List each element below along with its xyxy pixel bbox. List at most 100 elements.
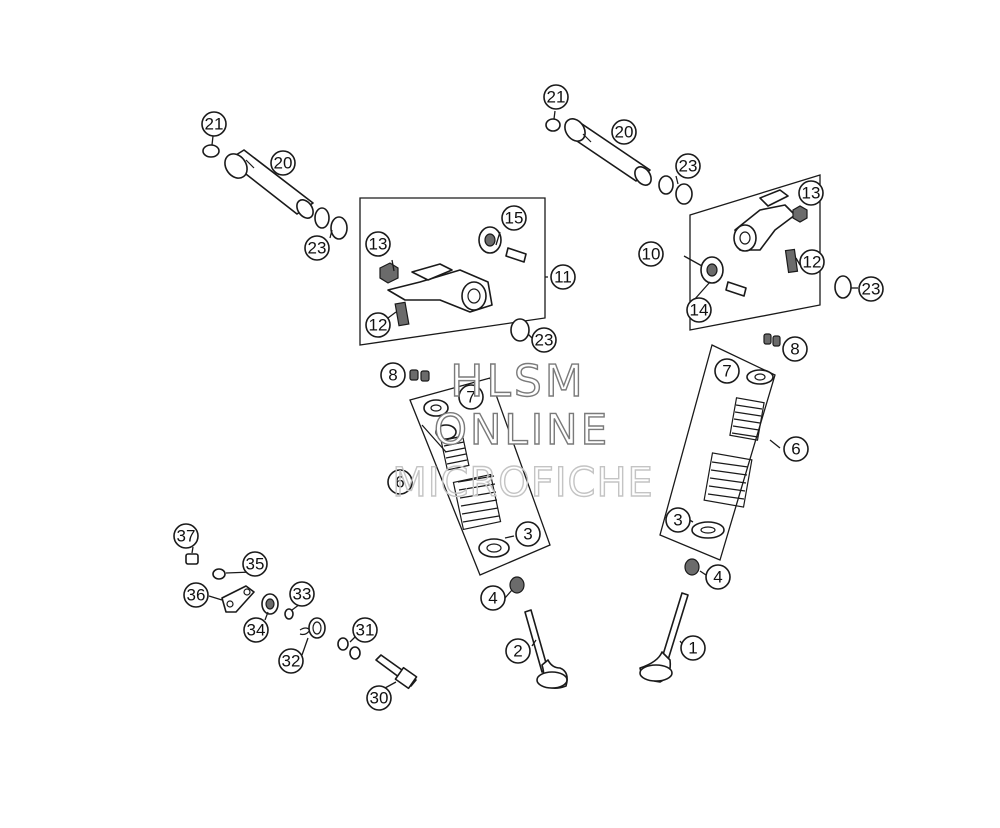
bushing-32 [308,617,326,639]
svg-text:31: 31 [356,621,375,640]
callout-33[interactable]: 33 [289,581,315,607]
svg-text:32: 32 [282,652,301,671]
callout-23-right-a[interactable]: 23 [675,153,701,179]
callout-7-right[interactable]: 7 [714,358,740,384]
callout-13-right[interactable]: 13 [798,180,824,206]
svg-text:33: 33 [293,585,312,604]
callout-23-left-b[interactable]: 23 [531,327,557,353]
o-ring-right [545,118,561,132]
washer-35 [212,568,226,580]
watermark-line-1: HLSM [450,356,586,407]
callout-36[interactable]: 36 [183,582,209,608]
callout-11[interactable]: 11 [550,264,576,290]
watermark: HLSM ONLINE MICROFICHE [391,355,653,506]
svg-text:10: 10 [642,245,661,264]
ring-33 [284,608,294,620]
rocker-arm-frame-right [689,174,821,331]
svg-text:23: 23 [679,157,698,176]
outer-spring-right [703,452,753,508]
svg-text:20: 20 [274,154,293,173]
roller-left [478,226,502,254]
callout-21-left[interactable]: 21 [201,111,227,137]
pin-right [725,281,747,297]
svg-text:35: 35 [246,555,265,574]
callout-7-left[interactable]: 7 [458,384,484,410]
callout-3-right[interactable]: 3 [665,507,691,533]
exhaust-valve [524,609,568,690]
callout-14[interactable]: 14 [686,297,712,323]
callout-12-right[interactable]: 12 [799,249,825,275]
valve-collets-right [763,333,781,347]
callout-6-left[interactable]: 6 [387,469,413,495]
screw-37 [185,553,199,565]
callout-32[interactable]: 32 [278,648,304,674]
svg-text:4: 4 [488,589,497,608]
shim-left-c [510,318,530,342]
svg-text:37: 37 [177,527,196,546]
callout-37[interactable]: 37 [173,523,199,549]
callout-3-left[interactable]: 3 [515,521,541,547]
callout-1[interactable]: 1 [680,635,706,661]
svg-text:21: 21 [547,88,566,107]
shim-left-a [314,207,330,229]
svg-text:30: 30 [370,689,389,708]
rocker-arm-left [387,263,493,313]
svg-text:15: 15 [505,209,524,228]
callout-31[interactable]: 31 [352,617,378,643]
callout-13-left[interactable]: 13 [365,231,391,257]
rocker-shaft-right [564,118,652,186]
callout-23-right-b[interactable]: 23 [858,276,884,302]
svg-text:8: 8 [790,340,799,359]
rocker-arm-frame-left [359,197,546,346]
callout-8-left[interactable]: 8 [380,362,406,388]
svg-text:23: 23 [535,331,554,350]
spring-seat-lower-right [691,521,725,539]
svg-text:12: 12 [369,316,388,335]
bearing-34 [261,593,279,615]
svg-text:20: 20 [615,123,634,142]
callout-23-left-a[interactable]: 23 [304,235,330,261]
svg-text:7: 7 [466,388,475,407]
callout-34[interactable]: 34 [243,617,269,643]
shim-right-c [834,275,852,299]
svg-text:12: 12 [803,253,822,272]
callout-2[interactable]: 2 [505,638,531,664]
svg-text:1: 1 [688,639,697,658]
svg-text:2: 2 [513,642,522,661]
spring-seat-lower-left [478,538,510,558]
callout-4-right[interactable]: 4 [705,564,731,590]
callout-20-right[interactable]: 20 [611,119,637,145]
intake-valve [639,592,689,683]
svg-text:3: 3 [523,525,532,544]
callout-35[interactable]: 35 [242,551,268,577]
svg-text:34: 34 [247,621,266,640]
svg-text:6: 6 [791,440,800,459]
leader-lines [191,110,858,689]
callout-15[interactable]: 15 [501,205,527,231]
callout-10[interactable]: 10 [638,241,664,267]
callout-21-right[interactable]: 21 [543,84,569,110]
rocker-shaft-left [224,149,314,219]
callout-12-left[interactable]: 12 [365,312,391,338]
lever-36 [221,585,255,613]
spring-retainer-right [746,369,774,385]
valve-spring-frame-left [409,377,551,576]
o-ring-left [202,144,220,158]
valve-collets-left [409,369,430,382]
o-rings-31 [337,637,361,660]
outer-spring-left [452,473,502,531]
valve-spring-frame-right [659,344,776,561]
callout-4-left[interactable]: 4 [480,585,506,611]
svg-text:8: 8 [388,366,397,385]
callout-20-left[interactable]: 20 [270,150,296,176]
callout-30[interactable]: 30 [366,685,392,711]
callout-6-right[interactable]: 6 [783,436,809,462]
valve-seal-right [684,558,700,576]
callout-8-right[interactable]: 8 [782,336,808,362]
svg-text:4: 4 [713,568,722,587]
adjust-screw-left [394,301,410,327]
svg-text:13: 13 [802,184,821,203]
svg-text:7: 7 [722,362,731,381]
